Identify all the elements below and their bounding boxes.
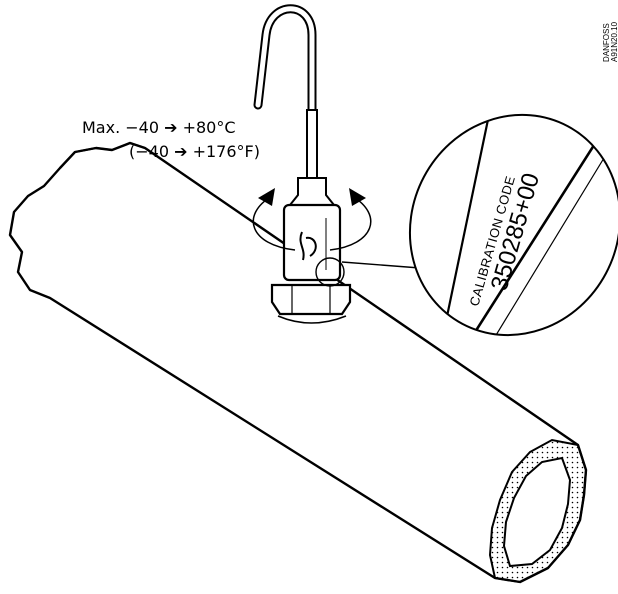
temperature-sensor [252, 4, 372, 324]
rotation-arrow [252, 195, 372, 251]
hex-nut [270, 283, 352, 316]
rotation-arrowhead-left [258, 188, 275, 206]
callout-ellipse [408, 113, 618, 337]
temperature-range-celsius: Max. −40 ➔ +80°C [82, 118, 236, 137]
pipe-end-wall [488, 438, 588, 584]
callout-source-circle [315, 257, 345, 287]
drawing-number: A91N20.10 [610, 21, 618, 62]
rotation-arrowhead-right [349, 188, 366, 206]
pipe [8, 141, 588, 584]
drawing-maker: DANFOSS [602, 23, 611, 62]
calibration-callout: CALIBRATION CODE 350285+00 [315, 109, 618, 351]
sensor-neck [287, 177, 337, 206]
temperature-range-fahrenheit: (−40 ➔ +176°F) [129, 142, 260, 161]
sensor-cable-inner [255, 6, 315, 199]
danfoss-logo-mark [299, 231, 317, 261]
callout-leader [341, 261, 421, 269]
cable-sleeve [306, 109, 318, 183]
pipe-left-end-edge [59, 141, 146, 169]
sensor-body [282, 203, 342, 282]
